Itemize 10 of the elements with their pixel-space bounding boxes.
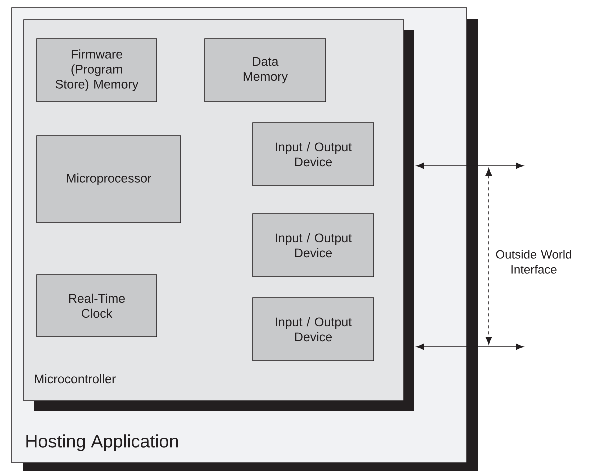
arrow bbox=[416, 162, 524, 170]
component-box: Microprocessor bbox=[36, 136, 182, 224]
component-box: Real-Time Clock bbox=[36, 274, 158, 338]
component-box: Data Memory bbox=[204, 38, 326, 102]
component-box: Input / Output Device bbox=[252, 214, 374, 278]
component-box: Input / Output Device bbox=[252, 298, 374, 362]
component-box: Input / Output Device bbox=[252, 122, 374, 186]
interface-label: Outside World Interface bbox=[496, 250, 572, 274]
component-box: Firmware (Program Store) Memory bbox=[36, 38, 158, 102]
arrow bbox=[416, 344, 524, 350]
